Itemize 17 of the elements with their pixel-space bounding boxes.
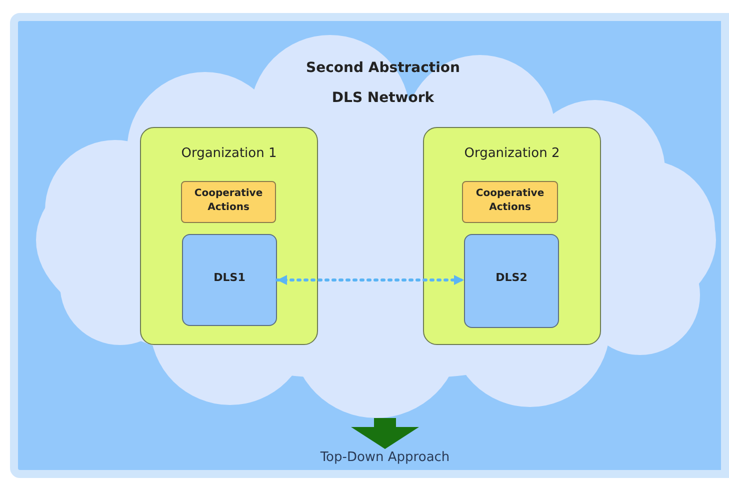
dls-label: DLS1	[212, 271, 246, 284]
action-label: Cooperative Actions	[474, 187, 546, 215]
dls-box	[464, 234, 559, 328]
down-arrow	[351, 418, 419, 449]
action-box	[181, 181, 276, 223]
cloud-label: Second Abstraction	[305, 60, 461, 76]
dls-label: DLS2	[494, 271, 528, 284]
action-label: Cooperative Actions	[193, 187, 264, 215]
organization-name: Organization 2	[463, 146, 561, 161]
organization-name: Organization 1	[180, 146, 278, 161]
action-box	[462, 181, 558, 223]
organization-box	[423, 127, 601, 345]
dls-box	[182, 234, 277, 326]
connector-arrow	[276, 275, 466, 285]
organization-box	[140, 127, 318, 345]
caption-text: Top-Down Approach	[319, 450, 451, 465]
cloud-label: DLS Network	[330, 90, 436, 106]
